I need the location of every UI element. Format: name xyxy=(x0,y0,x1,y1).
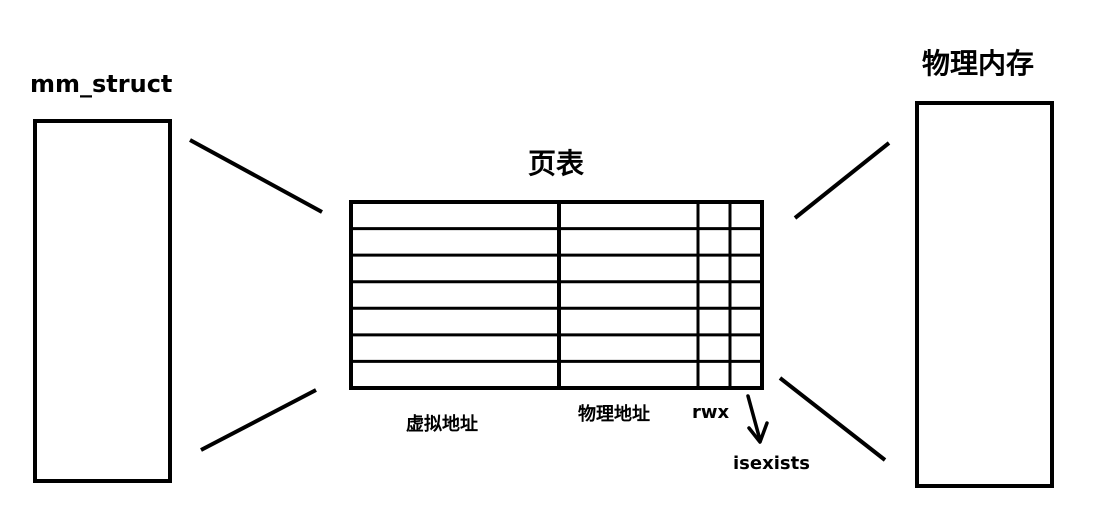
connector-mem-bottom xyxy=(778,376,887,462)
isexists-label: isexists xyxy=(733,453,810,474)
physical-address-label: 物理地址 xyxy=(578,404,650,425)
physical-memory-box xyxy=(915,101,1054,488)
virtual-address-label: 虚拟地址 xyxy=(406,414,478,435)
connector-mem-top xyxy=(793,141,891,220)
mm-struct-title: mm_struct xyxy=(30,70,173,98)
mm-struct-box xyxy=(33,119,172,483)
connector-mm-top xyxy=(189,138,323,214)
page-table-rows xyxy=(351,227,762,363)
page-table-box xyxy=(349,200,764,390)
isexists-arrow xyxy=(746,394,762,442)
isexists-arrow-head xyxy=(747,421,769,444)
physical-memory-title: 物理内存 xyxy=(922,47,1035,80)
page-table-title: 页表 xyxy=(528,147,585,180)
connector-mm-bottom xyxy=(200,388,317,452)
rwx-label: rwx xyxy=(692,402,730,423)
